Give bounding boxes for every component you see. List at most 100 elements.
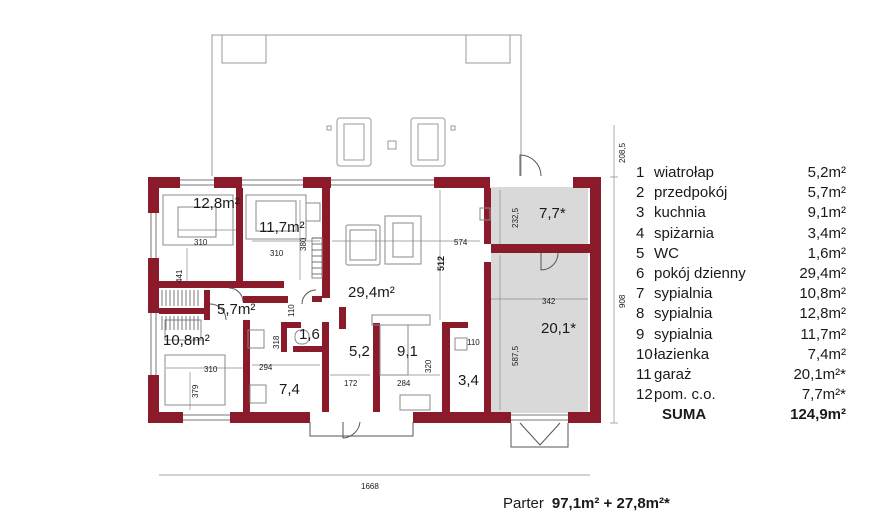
legend-name: sypialnia [654,285,713,303]
room-area-spizarnia: 3,4 [458,372,479,389]
dim-label: 379 [191,384,200,398]
legend-num: 11 [636,366,652,384]
dim-label: 318 [272,335,281,349]
legend-num: 12 [636,386,653,404]
dim-label: 908 [618,294,627,308]
wardrobe-hatching [161,237,322,330]
room-area-lazienka: 7,4 [279,381,300,398]
legend-row: 7 sypialnia 10,8m² [636,284,846,304]
legend-row: 10łazienka 7,4m² [636,345,846,365]
dim-label: 320 [424,359,433,373]
legend-name: WC [654,244,679,262]
legend-name: kuchnia [654,204,706,222]
dim-label: 284 [397,379,411,388]
legend-num: 3 [636,204,645,222]
dim-label: 208,5 [618,142,627,163]
room-area-pom-co: 7,7* [539,205,566,222]
doors [209,154,569,448]
room-area-sypialnia-9: 11,7m² [259,219,305,236]
terrace-furniture [326,117,456,167]
dim-label: 441 [175,269,184,283]
legend-area: 10,8m² [799,285,846,303]
garage-fill [491,253,588,413]
legend-row: 9 sypialnia 11,7m² [636,325,846,345]
dim-label: 310 [204,365,218,374]
dim-label: 310 [270,249,284,258]
legend-num: 7 [636,285,645,303]
legend-area: 7,4m² [807,345,846,363]
dim-label: 587,5 [511,345,520,366]
legend-num: 9 [636,325,645,343]
dim-label: 310 [194,238,208,247]
legend-area: 1,6m² [807,244,846,262]
dim-label: 294 [259,363,273,372]
legend-num: 6 [636,265,645,283]
windows [150,179,568,421]
legend-area: 3,4m² [807,224,846,242]
legend-area: 5,2m² [807,164,846,181]
room-area-sypialnia-7: 10,8m² [163,332,210,349]
legend-area: 5,7m² [807,184,846,202]
legend-name: przedpokój [654,184,728,202]
legend-area: 29,4m² [799,265,846,283]
legend-name: wiatrołap [654,164,715,181]
legend-row: 2 przedpokój 5,7m² [636,183,846,203]
legend-row: 12pom. c.o. 7,7m²* [636,385,846,405]
room-area-kuchnia: 9,1 [397,343,418,360]
legend-row: 4 spiżarnia 3,4m² [636,224,846,244]
room-area-wiatrolap: 5,2 [349,343,370,360]
legend-num: 1 [636,164,645,181]
legend-name: łazienka [654,345,710,363]
terrace [211,34,522,176]
legend-sum-value: 124,9m² [790,406,846,424]
dim-label: 1668 [361,482,379,491]
legend-num: 4 [636,224,645,242]
legend-area: 11,7m² [800,325,846,343]
legend-name: sypialnia [654,305,713,323]
furniture [162,194,491,411]
room-area-pokoj-dzienny: 29,4m² [348,284,395,301]
legend-row: 6 pokój dzienny 29,4m² [636,264,846,284]
legend-area: 20,1m²* [793,366,846,384]
legend-row: 5 WC 1,6m² [636,244,846,264]
room-area-garaz: 20,1* [541,320,576,337]
room-legend: 1 wiatrołap 5,2m² 2 przedpokój 5,7m² 3 kuchni… [636,163,846,426]
legend-area: 7,7m²* [801,386,846,404]
legend-name: sypialnia [654,325,713,343]
boiler-room-fill [491,187,588,249]
dim-label: 574 [454,238,468,247]
inner-walls [159,188,590,412]
dim-label: 512 [436,256,446,271]
legend-row: 3 kuchnia 9,1m² [636,203,846,223]
legend-row: 1 wiatrołap 5,2m² [636,163,846,183]
room-area-wc: 1,6 [299,326,320,343]
legend-area: 9,1m² [807,204,846,222]
floor-name: Parter [503,495,544,512]
legend-num: 5 [636,244,645,262]
legend-name: pokój dzienny [654,265,746,283]
legend-num: 8 [636,305,645,323]
outer-walls [148,177,601,423]
legend-sum-label: SUMA [662,406,707,424]
dim-label: 380 [299,237,308,251]
legend-area: 12,8m² [799,305,846,323]
floor-summary: Parter 97,1m² + 27,8m²* [503,495,670,512]
legend-name: garaż [654,366,692,384]
dim-label: 172 [344,379,358,388]
dim-label: 110 [287,304,296,317]
dim-label: 342 [542,297,556,306]
legend-name: pom. c.o. [654,386,716,404]
dim-label: 232,5 [511,207,520,228]
room-area-sypialnia-8: 12,8m² [193,195,240,212]
legend-num: 10 [636,345,653,363]
legend-num: 2 [636,184,645,202]
legend-sum-row: SUMA 124,9m² [636,405,846,425]
dimension-lines [159,125,618,476]
legend-name: spiżarnia [654,224,715,242]
dim-label: 110 [467,338,480,347]
floor-total-area: 97,1m² + 27,8m²* [551,495,670,512]
legend-row: 8 sypialnia 12,8m² [636,304,846,324]
room-area-przedpokoj: 5,7m² [217,301,255,318]
